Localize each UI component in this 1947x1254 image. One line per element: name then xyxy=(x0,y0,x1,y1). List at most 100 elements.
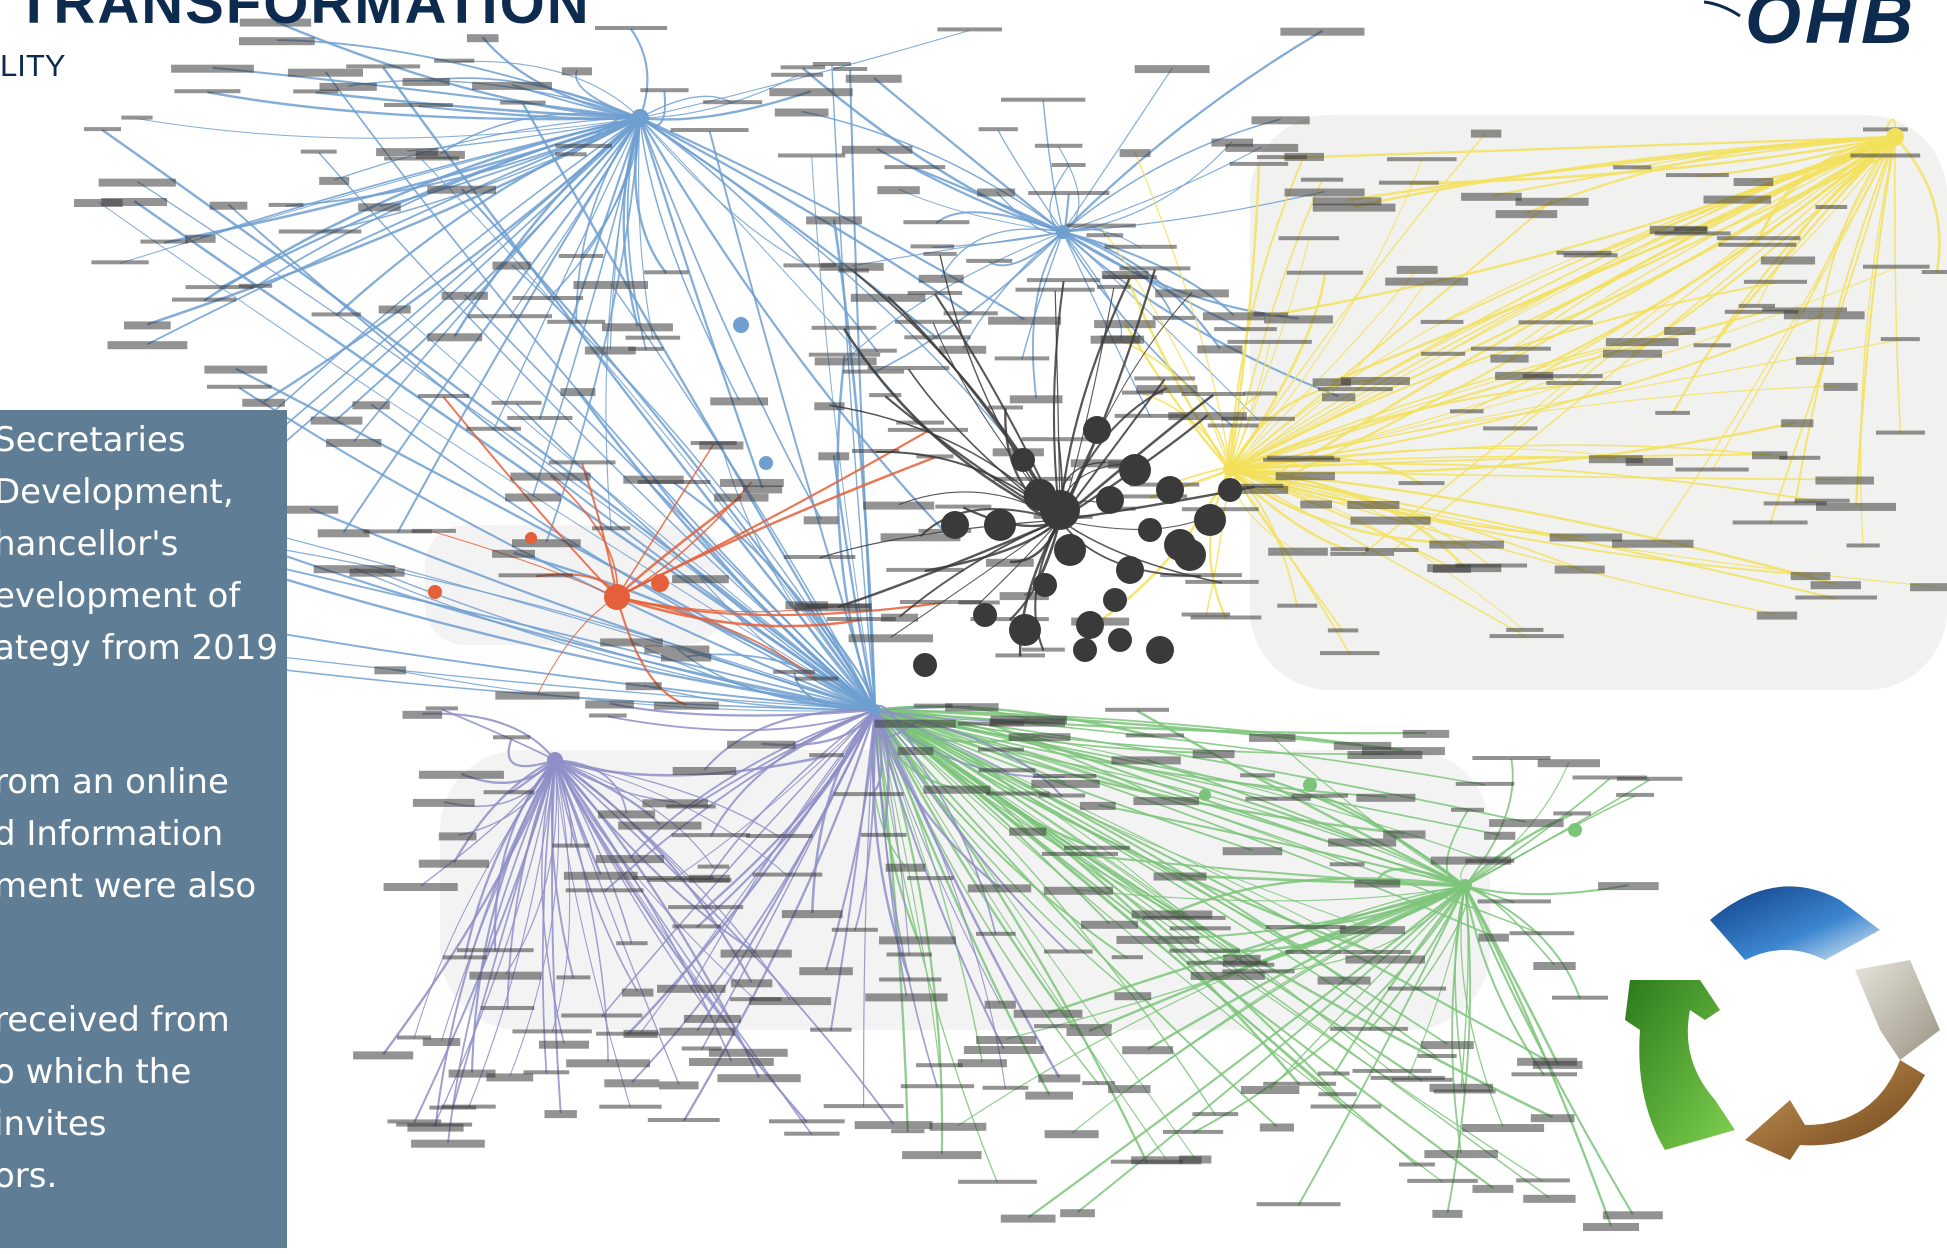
node-label xyxy=(879,977,942,982)
node-label xyxy=(1312,378,1351,387)
node-label xyxy=(907,291,963,295)
node-label xyxy=(1379,180,1439,185)
network-edge xyxy=(554,759,714,868)
network-edge xyxy=(615,596,687,706)
node-label xyxy=(681,1046,722,1051)
node-label xyxy=(1119,149,1151,158)
network-node xyxy=(1076,611,1104,639)
node-label xyxy=(121,115,153,120)
node-label xyxy=(1330,547,1369,552)
node-label xyxy=(565,888,644,893)
node-label xyxy=(999,592,1049,601)
node-label xyxy=(1347,501,1400,509)
node-label xyxy=(1134,376,1196,381)
network-edge xyxy=(1463,885,1559,1065)
network-edge xyxy=(1229,342,1271,471)
node-label xyxy=(820,262,884,271)
node-label xyxy=(602,323,673,332)
network-edge xyxy=(1229,469,1811,577)
network-edge xyxy=(1652,136,1896,544)
node-label xyxy=(1484,831,1516,840)
node-label xyxy=(993,476,1072,481)
network-edge xyxy=(639,116,1026,321)
node-label xyxy=(311,312,361,317)
network-edge xyxy=(262,117,641,403)
node-label xyxy=(523,1070,570,1075)
node-label xyxy=(1602,1211,1663,1220)
node-label xyxy=(563,871,638,880)
node-label xyxy=(491,400,542,405)
network-edge xyxy=(470,759,556,1073)
node-label xyxy=(1470,129,1502,138)
node-label xyxy=(1347,751,1423,759)
node-label xyxy=(1119,266,1191,271)
node-label xyxy=(902,1151,982,1160)
node-label xyxy=(174,89,241,94)
network-edge xyxy=(382,66,876,711)
node-label xyxy=(1312,203,1396,212)
node-label xyxy=(1724,309,1799,314)
network-edge xyxy=(1229,281,1776,471)
node-label xyxy=(1259,1123,1294,1132)
node-label xyxy=(841,145,913,154)
node-label xyxy=(1328,838,1397,847)
node-label xyxy=(845,74,902,83)
node-label xyxy=(977,747,1024,752)
network-edge xyxy=(1229,453,1770,471)
network-edge xyxy=(1062,29,1324,233)
node-label xyxy=(383,883,458,891)
node-label xyxy=(1190,615,1262,620)
node-label xyxy=(1178,1155,1212,1164)
node-label xyxy=(1320,651,1380,656)
node-label xyxy=(1383,830,1426,839)
node-label xyxy=(943,311,998,316)
node-label xyxy=(1738,303,1775,308)
recycle-icon xyxy=(1625,886,1940,1160)
node-label xyxy=(310,416,363,425)
node-label xyxy=(644,645,710,654)
node-label xyxy=(418,859,489,868)
node-label xyxy=(1465,858,1515,863)
network-node xyxy=(1096,486,1124,514)
node-label xyxy=(976,1036,1037,1044)
network-edge xyxy=(242,542,876,711)
network-edge xyxy=(354,567,876,711)
node-label xyxy=(778,153,846,158)
node-label xyxy=(848,634,933,643)
node-label xyxy=(512,296,584,300)
node-label xyxy=(1044,949,1093,954)
node-label xyxy=(1552,995,1608,1000)
node-label xyxy=(1756,611,1798,620)
network-edge xyxy=(1078,885,1466,902)
page-title: TRANSFORMATION xyxy=(16,0,591,36)
node-label xyxy=(1461,192,1522,201)
node-label xyxy=(1733,178,1774,186)
node-label xyxy=(1190,971,1265,980)
node-label xyxy=(124,321,171,330)
network-node xyxy=(1458,879,1472,893)
node-label xyxy=(752,872,823,877)
network-edge xyxy=(639,117,810,267)
node-label xyxy=(833,67,868,71)
node-label xyxy=(907,876,954,881)
node-label xyxy=(1863,264,1930,269)
network-edge xyxy=(639,116,972,316)
node-label xyxy=(697,864,729,869)
node-label xyxy=(1090,335,1145,344)
node-label xyxy=(749,997,832,1006)
node-label xyxy=(1477,899,1551,904)
panel-paragraph-1: Secretaries Development, hancellor's eve… xyxy=(0,420,279,668)
network-edge xyxy=(874,709,1216,1116)
node-label xyxy=(558,254,604,258)
node-label xyxy=(903,220,970,225)
node-label xyxy=(1402,729,1450,738)
node-label xyxy=(466,34,499,43)
node-label xyxy=(1284,188,1365,197)
node-label xyxy=(1429,1083,1493,1092)
node-label xyxy=(1612,539,1694,548)
node-label xyxy=(672,924,721,929)
node-label xyxy=(632,876,714,880)
node-label xyxy=(987,405,1023,410)
node-label xyxy=(418,770,504,779)
node-label xyxy=(689,1058,774,1066)
